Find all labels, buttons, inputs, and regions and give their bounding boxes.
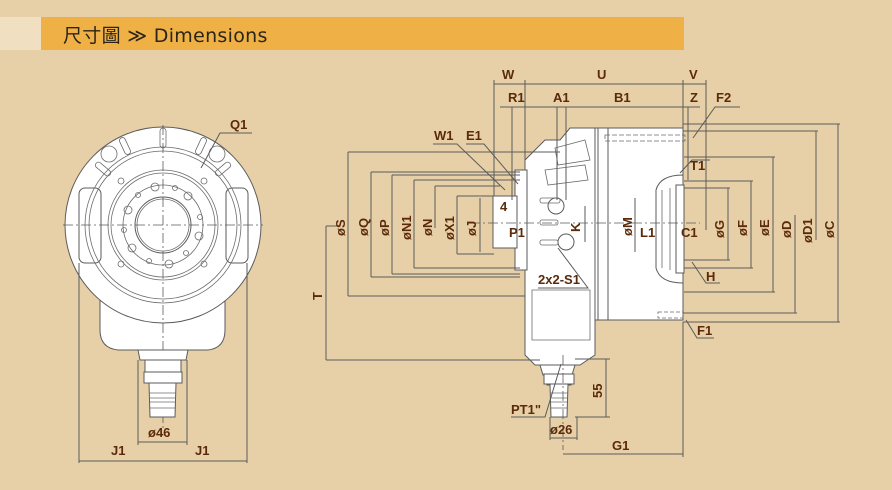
label-4: 4 bbox=[500, 199, 508, 214]
label-phi-m: øM bbox=[620, 217, 635, 236]
label-j1-right: J1 bbox=[195, 443, 209, 458]
label-r1: R1 bbox=[508, 90, 525, 105]
label-phi-n1: øN1 bbox=[399, 215, 414, 240]
label-b1: B1 bbox=[614, 90, 631, 105]
port-lower bbox=[557, 233, 575, 251]
pt1-leader bbox=[511, 363, 562, 418]
left-dims: T øS øQ øP øN1 øN øX1 øJ bbox=[310, 151, 560, 361]
label-pt1: PT1" bbox=[511, 402, 541, 417]
side-shaft-boss bbox=[492, 195, 518, 249]
label-w1: W1 bbox=[434, 128, 454, 143]
section-title: 尺寸圖 ≫ Dimensions bbox=[63, 25, 268, 47]
label-phi46: ø46 bbox=[148, 425, 170, 440]
label-2x2-s1: 2x2-S1 bbox=[538, 272, 580, 287]
label-f2: F2 bbox=[716, 90, 731, 105]
label-q1: Q1 bbox=[230, 117, 247, 132]
front-fitting-neck bbox=[144, 359, 182, 373]
label-c1: C1 bbox=[681, 225, 698, 240]
side-cylinder-rim bbox=[597, 127, 609, 321]
label-phi-e: øE bbox=[757, 219, 772, 236]
label-t1: T1 bbox=[690, 158, 705, 173]
side-rear-hub bbox=[675, 184, 685, 274]
section-header-bar: 尺寸圖 ≫ Dimensions bbox=[41, 17, 684, 50]
w1-leader bbox=[433, 143, 506, 191]
e1-leader bbox=[466, 143, 519, 185]
bolt-f2 bbox=[604, 134, 686, 142]
front-barb-grooves bbox=[149, 392, 176, 409]
h-leader bbox=[691, 261, 720, 284]
label-j1-left: J1 bbox=[111, 443, 125, 458]
label-g1: G1 bbox=[612, 438, 629, 453]
q1-leader bbox=[200, 132, 252, 169]
label-phi-g: øG bbox=[712, 220, 727, 238]
label-phi-x1: øX1 bbox=[442, 216, 457, 240]
label-f1: F1 bbox=[697, 323, 712, 338]
label-phi-s: øS bbox=[333, 219, 348, 236]
front-left-lug bbox=[78, 187, 102, 264]
label-55: 55 bbox=[590, 384, 605, 398]
front-fitting-barb bbox=[148, 382, 177, 418]
label-e1: E1 bbox=[466, 128, 482, 143]
label-w: W bbox=[502, 67, 515, 82]
label-v: V bbox=[689, 67, 698, 82]
f2-leader bbox=[692, 106, 740, 139]
label-phi-d1: øD1 bbox=[800, 218, 815, 243]
front-bolts bbox=[117, 177, 208, 269]
label-a1: A1 bbox=[553, 90, 570, 105]
header-accent bbox=[0, 17, 41, 50]
label-k: K bbox=[568, 222, 583, 232]
label-phi-j: øJ bbox=[464, 221, 479, 236]
label-u: U bbox=[597, 67, 606, 82]
label-l1: L1 bbox=[640, 225, 655, 240]
side-fitting-barb bbox=[549, 383, 569, 418]
label-p1: P1 bbox=[509, 225, 525, 240]
bottom-dims: 55 PT1" ø26 G1 bbox=[511, 322, 684, 457]
side-fitting-hex bbox=[543, 373, 575, 385]
label-phi26: ø26 bbox=[550, 422, 572, 437]
label-phi-q: øQ bbox=[356, 218, 371, 236]
label-h: H bbox=[706, 269, 715, 284]
front-fitting-hex bbox=[143, 371, 183, 384]
f1-leader bbox=[685, 319, 714, 339]
label-t: T bbox=[310, 292, 325, 300]
front-fitting-base bbox=[137, 349, 189, 361]
port-upper bbox=[547, 197, 565, 215]
right-dims: øG øF øE øD øD1 øC bbox=[683, 123, 840, 323]
label-phi-f: øF bbox=[735, 220, 750, 236]
label-phi-n: øN bbox=[420, 219, 435, 236]
callouts: W1 E1 4 P1 K 2x2-S1 øM L1 C1 T1 H F1 bbox=[433, 128, 720, 339]
label-z: Z bbox=[690, 90, 698, 105]
top-dims: W U V R1 A1 B1 Z F2 bbox=[493, 67, 740, 230]
s1-leader bbox=[538, 247, 589, 289]
label-phi-c: øC bbox=[822, 220, 837, 238]
label-phi-p: øP bbox=[377, 219, 392, 236]
bolt-f1 bbox=[657, 311, 684, 319]
label-phi-d: øD bbox=[779, 221, 794, 238]
side-view: W U V R1 A1 B1 Z F2 bbox=[310, 67, 840, 457]
front-view: Q1 ø46 J1 J1 bbox=[63, 117, 263, 463]
